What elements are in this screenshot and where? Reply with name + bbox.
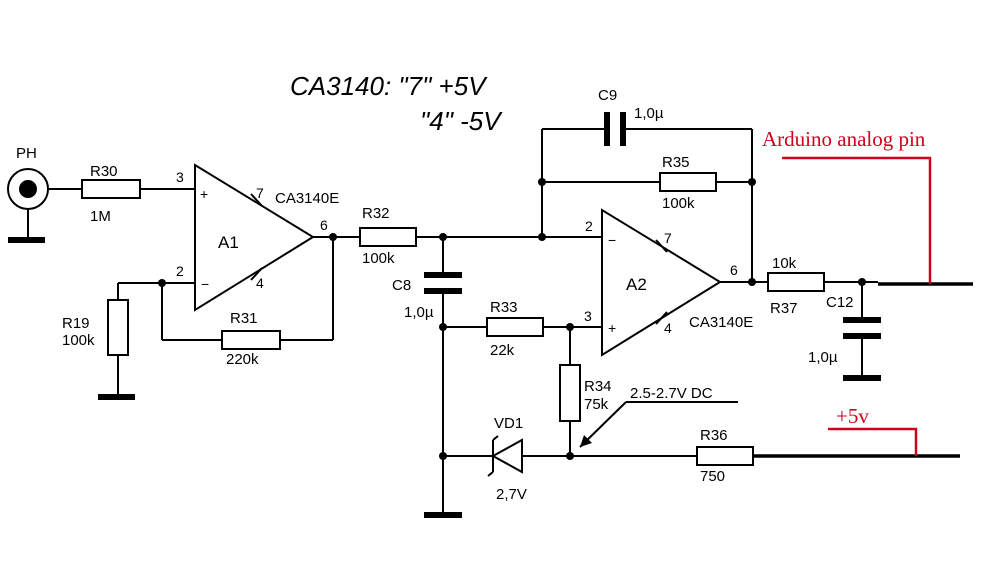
- c8-value: 1,0µ: [404, 304, 434, 321]
- r33-resistor: [486, 317, 544, 337]
- r35-name: R35: [662, 154, 690, 171]
- a1-pin4: 4: [256, 275, 264, 291]
- r34-name: R34: [584, 378, 612, 395]
- a2-pin3: 3: [584, 308, 592, 324]
- r36-name: R36: [700, 427, 728, 444]
- a2-plus: +: [608, 320, 616, 336]
- vd1-zener-diode: [487, 435, 523, 477]
- ph-connector: [7, 168, 49, 243]
- c8-name: C8: [392, 277, 411, 294]
- c12-value: 1,0µ: [808, 349, 838, 366]
- a2-pin2: 2: [585, 218, 593, 234]
- supply-note-line1: CA3140: "7" +5V: [290, 71, 488, 101]
- r31-name: R31: [230, 310, 258, 327]
- r31-resistor: [221, 330, 281, 350]
- r36-value: 750: [700, 468, 725, 485]
- r36-resistor: [696, 446, 754, 466]
- a2-name: A2: [626, 275, 647, 294]
- vd1-value: 2,7V: [496, 486, 527, 503]
- a2-pin4: 4: [664, 320, 672, 336]
- a1-part: CA3140E: [275, 190, 339, 207]
- r19-name: R19: [62, 315, 90, 332]
- r37-resistor: [767, 272, 825, 292]
- r31-value: 220k: [226, 351, 259, 368]
- arduino-label: Arduino analog pin: [762, 127, 926, 151]
- c12-name: C12: [826, 294, 854, 311]
- r19-resistor: [107, 299, 129, 356]
- r32-resistor: [359, 227, 417, 247]
- supply-marker: [828, 427, 918, 456]
- r34-resistor: [559, 364, 581, 422]
- a1-opamp: [194, 163, 315, 312]
- a2-opamp: [601, 208, 722, 357]
- r34-value: 75k: [584, 396, 609, 413]
- r35-resistor: [659, 172, 717, 192]
- r30-resistor: [81, 179, 141, 199]
- a1-name: A1: [218, 233, 239, 252]
- r37-name: R37: [770, 300, 798, 317]
- r33-name: R33: [490, 299, 518, 316]
- r32-value: 100k: [362, 250, 395, 267]
- a1-pin7: 7: [256, 185, 264, 201]
- r33-value: 22k: [490, 342, 515, 359]
- a2-part: CA3140E: [689, 314, 753, 331]
- a1-minus: −: [201, 276, 209, 292]
- c9-value: 1,0µ: [634, 105, 664, 122]
- a2-pin6: 6: [730, 262, 738, 278]
- r30-name: R30: [90, 163, 118, 180]
- a1-pin3: 3: [176, 169, 184, 185]
- r37-value: 10k: [772, 255, 797, 272]
- c9-name: C9: [598, 87, 617, 104]
- a1-pin2: 2: [176, 263, 184, 279]
- vd1-name: VD1: [494, 415, 523, 432]
- r30-value: 1M: [90, 208, 111, 225]
- a2-pin7: 7: [664, 230, 672, 246]
- a1-pin6: 6: [320, 217, 328, 233]
- bias-label: 2.5-2.7V DC: [630, 385, 713, 402]
- r35-value: 100k: [662, 195, 695, 212]
- ph-label: PH: [16, 145, 37, 162]
- supply-note-line2: "4" -5V: [420, 106, 503, 136]
- a2-minus: −: [608, 232, 616, 248]
- r32-name: R32: [362, 205, 390, 222]
- a1-plus: +: [200, 186, 208, 202]
- arduino-marker: [782, 156, 932, 284]
- supply-label: +5v: [836, 404, 869, 428]
- r19-value: 100k: [62, 332, 95, 349]
